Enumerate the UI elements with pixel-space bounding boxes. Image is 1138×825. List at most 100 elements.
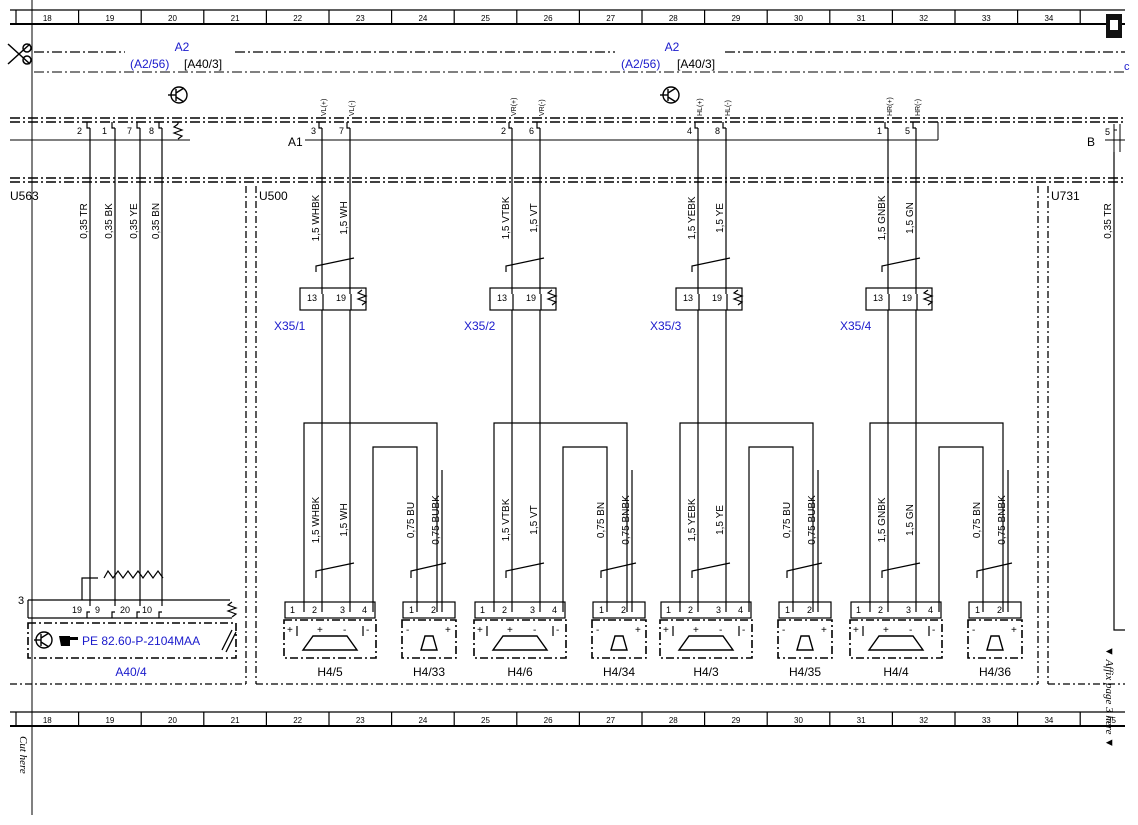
column-number: 25 bbox=[481, 716, 490, 725]
connector-label[interactable]: X35/2 bbox=[464, 319, 496, 333]
pin-number: 2 bbox=[997, 605, 1002, 615]
speaker-connector bbox=[284, 601, 376, 619]
tweeter-icon bbox=[796, 635, 814, 651]
wire-label: 0,75 BNBK bbox=[997, 495, 1008, 545]
wire-label: 1,5 WHBK bbox=[311, 496, 322, 543]
twist-mark bbox=[881, 562, 921, 578]
pin-number: 7 bbox=[339, 126, 344, 136]
a40-reference[interactable]: PE 82.60-P-2104MAA bbox=[82, 634, 200, 648]
speaker-box bbox=[849, 619, 943, 659]
pin-signal-label: VL(-) bbox=[349, 100, 356, 116]
scissors-icon bbox=[7, 43, 32, 65]
column-number: 21 bbox=[231, 716, 240, 725]
pin-number: 1 bbox=[480, 605, 485, 615]
wire-label: 0,35 BN bbox=[151, 203, 162, 239]
pin-number: 8 bbox=[715, 126, 720, 136]
column-number: 31 bbox=[857, 716, 866, 725]
tweeter-connector bbox=[968, 601, 1022, 619]
tweeter-icon bbox=[610, 635, 628, 651]
column-number: 26 bbox=[544, 14, 553, 23]
tweeter-box bbox=[401, 619, 457, 659]
pin-number: 13 bbox=[683, 293, 693, 303]
column-number: 18 bbox=[43, 14, 52, 23]
pin-number: 7 bbox=[127, 126, 132, 136]
connector-label[interactable]: X35/3 bbox=[650, 319, 682, 333]
wire-label: 1,5 VTBK bbox=[501, 196, 512, 239]
column-number: 27 bbox=[606, 14, 615, 23]
pin-number: 3 bbox=[340, 605, 345, 615]
polarity-sign: + bbox=[317, 625, 323, 636]
twist-mark bbox=[505, 562, 545, 578]
pointing-hand-icon bbox=[59, 636, 78, 646]
pin-number: 5 bbox=[905, 126, 910, 136]
column-number: 33 bbox=[982, 716, 991, 725]
wire-label: 1,5 VT bbox=[529, 203, 540, 232]
bridge-wire bbox=[303, 422, 438, 612]
wire-label: 1,5 VT bbox=[529, 505, 540, 534]
pin-number: 2 bbox=[431, 605, 436, 615]
column-number: 23 bbox=[356, 14, 365, 23]
frame-lines bbox=[10, 0, 1125, 815]
wire-label: 1,5 GNBK bbox=[877, 195, 888, 240]
column-number: 29 bbox=[731, 716, 740, 725]
terminal-symbol bbox=[136, 122, 140, 129]
pin-number: 4 bbox=[928, 605, 933, 615]
pin-number: 2 bbox=[807, 605, 812, 615]
twist-mark bbox=[600, 562, 637, 578]
terminal-symbol bbox=[722, 122, 726, 129]
column-number: 33 bbox=[982, 14, 991, 23]
wire-label: 0,75 BNBK bbox=[621, 495, 632, 545]
terminal-symbol bbox=[536, 122, 540, 129]
a2-label-right: A2 bbox=[665, 40, 680, 54]
tweeter-label: H4/36 bbox=[979, 665, 1011, 679]
wire-label: 1,5 WH bbox=[339, 503, 350, 536]
column-number: 22 bbox=[293, 716, 302, 725]
zone-u731-label: U731 bbox=[1051, 189, 1080, 203]
pin-number: 19 bbox=[902, 293, 912, 303]
speaker-box bbox=[659, 619, 753, 659]
connector-label[interactable]: X35/4 bbox=[840, 319, 872, 333]
column-number: 20 bbox=[168, 14, 177, 23]
zone-u563-label: U563 bbox=[10, 189, 39, 203]
bridge-wire bbox=[372, 446, 418, 612]
speaker-connector bbox=[660, 601, 752, 619]
pin-signal-label: HL(-) bbox=[725, 100, 732, 116]
speaker-label: H4/6 bbox=[507, 665, 533, 679]
terminal-symbol bbox=[508, 122, 512, 129]
pin-number: 13 bbox=[497, 293, 507, 303]
terminal-symbol bbox=[111, 611, 115, 618]
zone-u500-label: U500 bbox=[259, 189, 288, 203]
connector-b-pin: 5 bbox=[1105, 127, 1110, 137]
wire-label: 1,5 GN bbox=[905, 504, 916, 536]
pin-number: 9 bbox=[95, 605, 100, 615]
pin-number: 1 bbox=[290, 605, 295, 615]
speaker-connector bbox=[850, 601, 942, 619]
pin-number: 13 bbox=[873, 293, 883, 303]
polarity-sign: - bbox=[596, 625, 599, 636]
polarity-sign: - bbox=[909, 625, 912, 636]
right-edge-mark: c bbox=[1124, 61, 1130, 73]
polarity-sign: + bbox=[287, 625, 293, 636]
terminal-symbol bbox=[694, 122, 698, 129]
speaker-icon bbox=[677, 635, 735, 651]
connector-label[interactable]: X35/1 bbox=[274, 319, 306, 333]
speaker-icon bbox=[301, 635, 359, 651]
pin-number: 1 bbox=[102, 126, 107, 136]
connector-b-terminal bbox=[1113, 124, 1121, 152]
terminal-symbol bbox=[884, 122, 888, 129]
wire-label: 1,5 YE bbox=[715, 505, 726, 535]
column-number: 25 bbox=[481, 14, 490, 23]
wire-label: 0,75 BUBK bbox=[431, 495, 442, 545]
polarity-sign: - bbox=[343, 625, 346, 636]
transistor-icon bbox=[168, 86, 188, 104]
column-number: 30 bbox=[794, 14, 803, 23]
wire-label: 0,35 TR bbox=[1103, 203, 1114, 238]
column-number: 18 bbox=[43, 716, 52, 725]
tweeter-label: H4/34 bbox=[603, 665, 635, 679]
wire-label: 0,35 BK bbox=[104, 203, 115, 239]
a2-ref-right: [A40/3] bbox=[677, 57, 715, 71]
a40-module-box: PE 82.60-P-2104MAA bbox=[27, 622, 237, 659]
pin-signal-label: HL(+) bbox=[697, 98, 704, 116]
